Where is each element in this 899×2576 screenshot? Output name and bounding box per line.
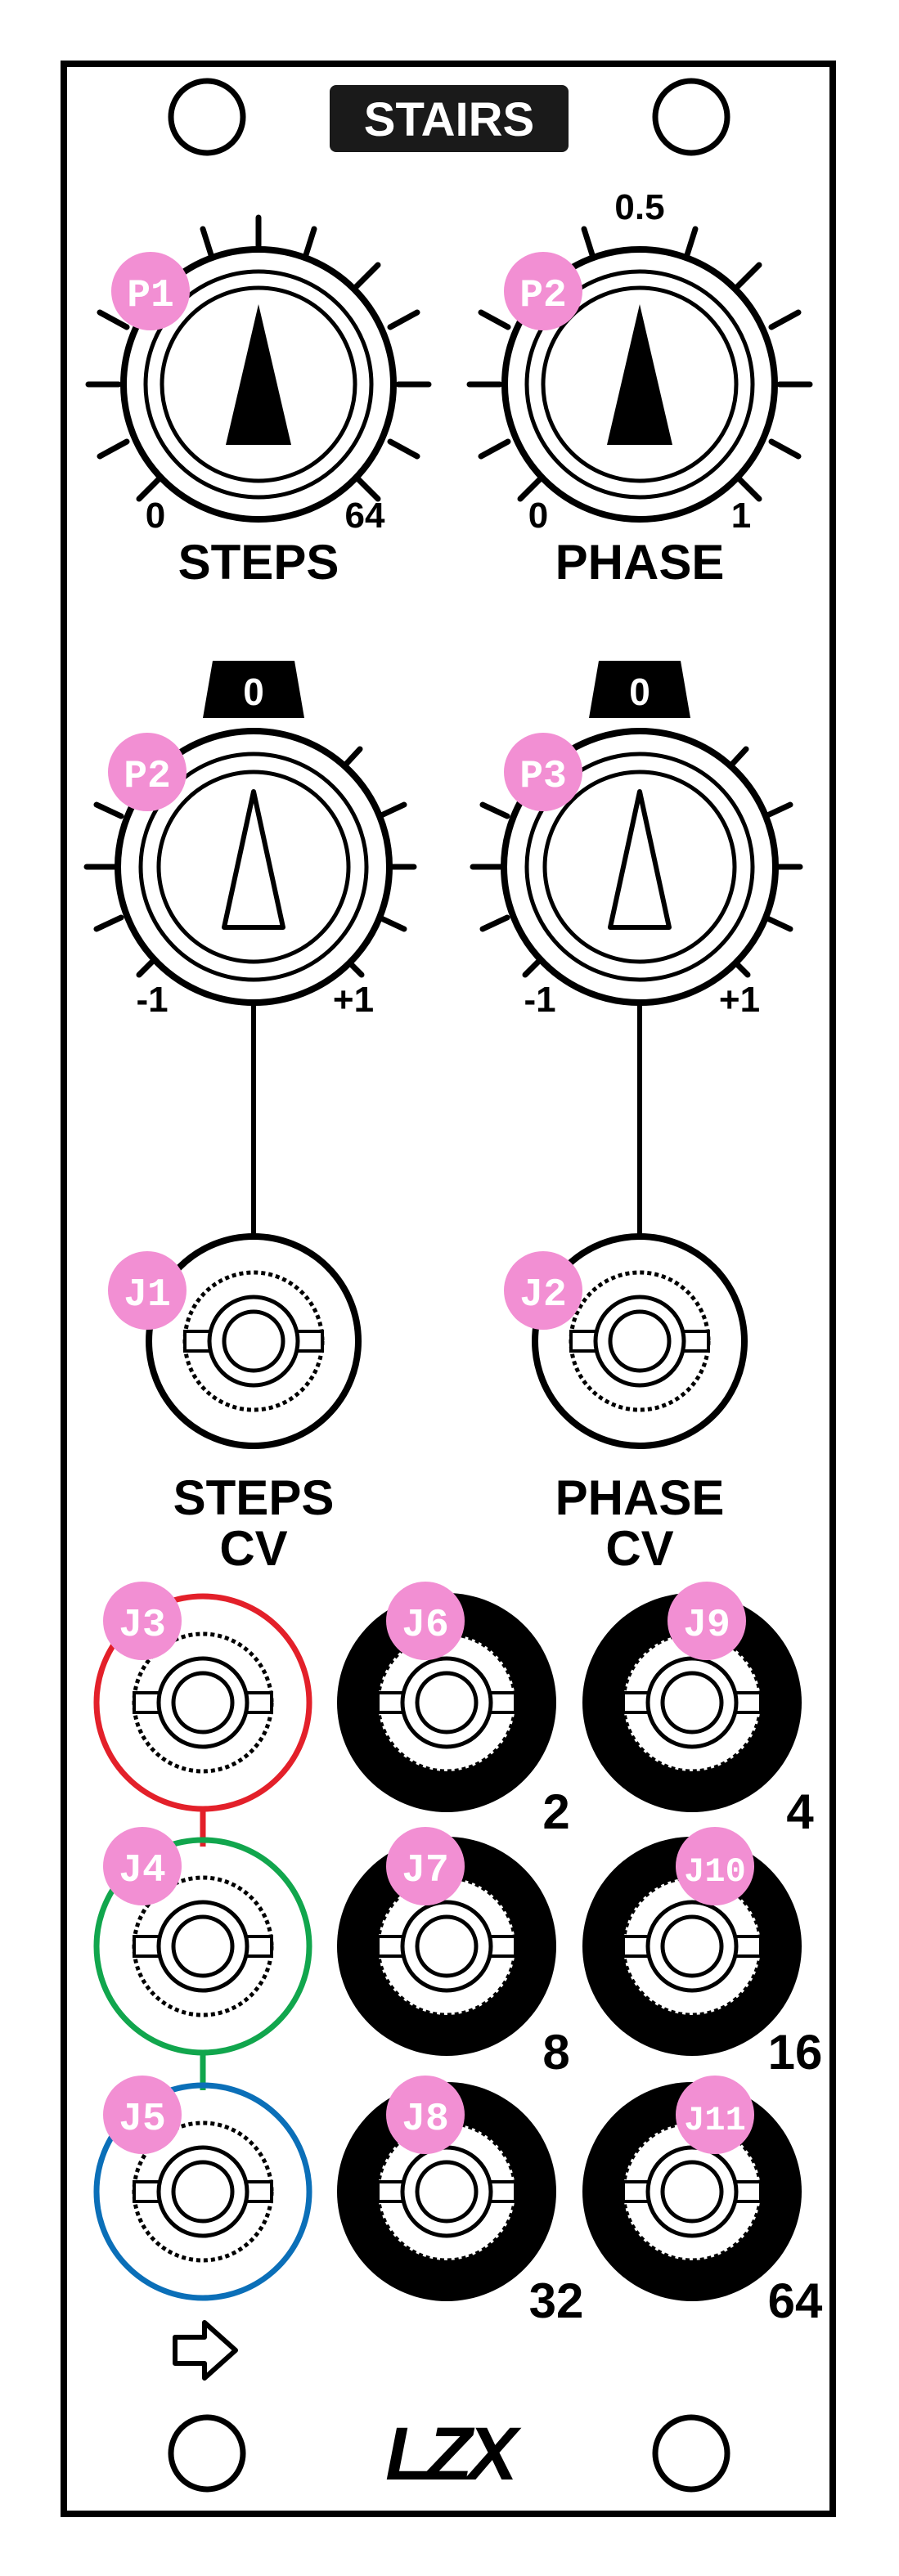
phase-cv-jack[interactable] bbox=[532, 1233, 748, 1449]
output-value-16: 16 bbox=[768, 2025, 823, 2080]
mounting-hole-top-right bbox=[652, 78, 730, 156]
svg-text:P3: P3 bbox=[519, 755, 567, 799]
chain-jack-1[interactable] bbox=[132, 1631, 274, 1774]
phase-attenuverter-center-tab bbox=[589, 661, 690, 718]
svg-text:J6: J6 bbox=[402, 1604, 449, 1648]
steps-knob-label: STEPS bbox=[178, 535, 339, 590]
badge-p1: P1 bbox=[111, 252, 190, 330]
chain-ring-blue bbox=[93, 2082, 312, 2301]
phase-knob-min: 0 bbox=[528, 496, 548, 536]
badge-j3: J3 bbox=[103, 1582, 182, 1660]
badge-j9: J9 bbox=[668, 1582, 746, 1660]
steps-knob-pointer bbox=[226, 304, 291, 445]
phase-knob-max: 1 bbox=[731, 496, 751, 536]
badge-j7: J7 bbox=[386, 1827, 465, 1905]
badge-j8: J8 bbox=[386, 2076, 465, 2154]
phase-cv-label-bottom: CV bbox=[605, 1521, 673, 1576]
svg-text:P2: P2 bbox=[519, 274, 567, 318]
phase-knob-label: PHASE bbox=[555, 535, 725, 590]
steps-attenuverter-min: -1 bbox=[136, 980, 168, 1020]
badge-j6: J6 bbox=[386, 1582, 465, 1660]
phase-attenuverter-min: -1 bbox=[524, 980, 555, 1020]
badge-j11: J11 bbox=[676, 2076, 754, 2154]
svg-text:J1: J1 bbox=[124, 1273, 171, 1317]
steps-cv-label-bottom: CV bbox=[219, 1521, 287, 1576]
badge-j5: J5 bbox=[103, 2076, 182, 2154]
steps-attenuverter[interactable] bbox=[83, 661, 417, 1006]
badge-j2: J2 bbox=[504, 1251, 582, 1330]
chain-jack-3[interactable] bbox=[132, 2120, 274, 2263]
output-value-2: 2 bbox=[542, 1784, 569, 1839]
output-jack-4[interactable] bbox=[582, 1593, 802, 1812]
badge-p2-attenuverter: P2 bbox=[108, 733, 187, 811]
svg-text:J7: J7 bbox=[402, 1849, 449, 1893]
svg-text:J4: J4 bbox=[119, 1849, 166, 1893]
output-jack-16[interactable] bbox=[582, 1837, 802, 2056]
phase-attenuverter[interactable] bbox=[470, 661, 803, 1006]
mounting-hole-bottom-right bbox=[652, 2414, 730, 2493]
phase-attenuverter-ticks bbox=[470, 746, 803, 978]
steps-cv-jack[interactable] bbox=[146, 1233, 362, 1449]
phase-cv-label-top: PHASE bbox=[555, 1470, 725, 1525]
steps-knob-min: 0 bbox=[146, 496, 165, 536]
phase-attenuverter-center: 0 bbox=[629, 671, 650, 713]
svg-text:J2: J2 bbox=[519, 1273, 567, 1317]
output-jack-32[interactable] bbox=[337, 2082, 556, 2301]
module-title: STAIRS bbox=[364, 93, 534, 146]
title-plate bbox=[330, 85, 569, 152]
svg-text:J11: J11 bbox=[684, 2101, 746, 2140]
phase-knob-mid: 0.5 bbox=[614, 187, 664, 227]
phase-knob-pointer bbox=[607, 304, 672, 445]
svg-text:P1: P1 bbox=[127, 274, 174, 318]
svg-text:P2: P2 bbox=[124, 755, 171, 799]
phase-knob[interactable] bbox=[466, 226, 813, 523]
output-value-4: 4 bbox=[786, 1784, 814, 1839]
badge-p2-phase: P2 bbox=[504, 252, 582, 330]
brand-logo: LZX bbox=[385, 2412, 521, 2496]
svg-text:J5: J5 bbox=[119, 2098, 166, 2142]
output-jack-2[interactable] bbox=[337, 1593, 556, 1812]
svg-text:J9: J9 bbox=[683, 1604, 730, 1648]
svg-text:J8: J8 bbox=[402, 2098, 449, 2142]
steps-cv-label-top: STEPS bbox=[173, 1470, 335, 1525]
steps-knob[interactable] bbox=[85, 214, 432, 523]
phase-attenuverter-pointer bbox=[608, 789, 672, 930]
steps-attenuverter-pointer bbox=[222, 789, 285, 930]
badge-j4: J4 bbox=[103, 1827, 182, 1905]
mounting-hole-bottom-left bbox=[168, 2414, 246, 2493]
steps-attenuverter-center-tab bbox=[203, 661, 304, 718]
output-value-64: 64 bbox=[768, 2273, 823, 2328]
phase-attenuverter-max: +1 bbox=[719, 980, 760, 1020]
output-jack-8[interactable] bbox=[337, 1837, 556, 2056]
badge-j10: J10 bbox=[676, 1827, 754, 1905]
svg-text:J3: J3 bbox=[119, 1604, 166, 1648]
output-value-8: 8 bbox=[542, 2025, 569, 2080]
badge-j1: J1 bbox=[108, 1251, 187, 1330]
steps-attenuverter-center: 0 bbox=[243, 671, 264, 713]
svg-text:J10: J10 bbox=[684, 1852, 746, 1892]
steps-attenuverter-max: +1 bbox=[333, 980, 374, 1020]
arrow-right-outline-icon bbox=[173, 2320, 238, 2381]
output-value-32: 32 bbox=[529, 2273, 584, 2328]
chain-jack-2[interactable] bbox=[132, 1875, 274, 2017]
mounting-hole-top-left bbox=[168, 78, 246, 156]
steps-knob-max: 64 bbox=[345, 496, 385, 536]
badge-p3: P3 bbox=[504, 733, 582, 811]
